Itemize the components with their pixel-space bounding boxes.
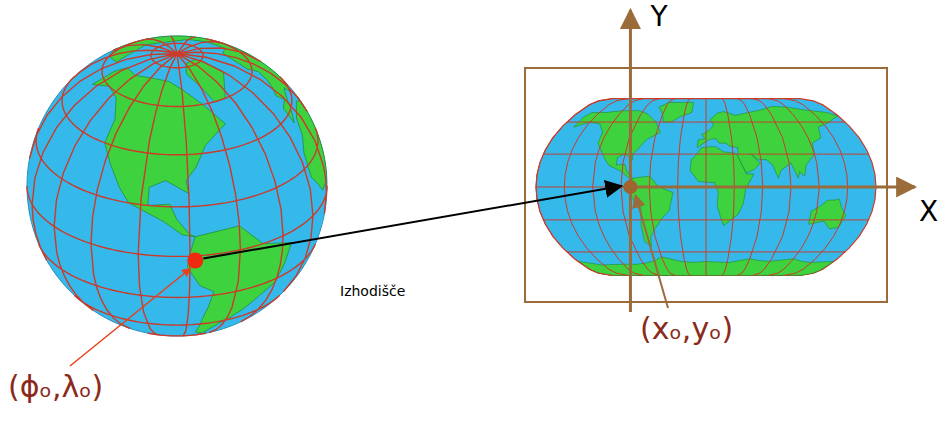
axis-label: X xyxy=(919,197,938,228)
coordinate-label: (ϕₒ,λₒ) xyxy=(8,370,103,403)
map-frame xyxy=(525,68,887,302)
origin-dot xyxy=(187,252,203,268)
continent xyxy=(92,68,225,237)
coordinate-label: (xₒ,yₒ) xyxy=(640,312,733,345)
x-axis xyxy=(622,186,915,189)
arrow-label: Izhodišče xyxy=(340,284,405,299)
y-axis xyxy=(629,10,632,312)
continent xyxy=(574,111,661,179)
leader-line xyxy=(70,268,190,366)
continent xyxy=(659,102,693,122)
leader-line xyxy=(635,195,668,308)
origin-dot xyxy=(623,180,637,194)
globe xyxy=(27,36,327,336)
continent xyxy=(109,36,294,123)
origin-arrow xyxy=(203,186,621,258)
continent xyxy=(296,97,326,191)
globe-ocean xyxy=(27,36,327,336)
graticule xyxy=(27,36,327,336)
axis-label: Y xyxy=(650,2,667,33)
